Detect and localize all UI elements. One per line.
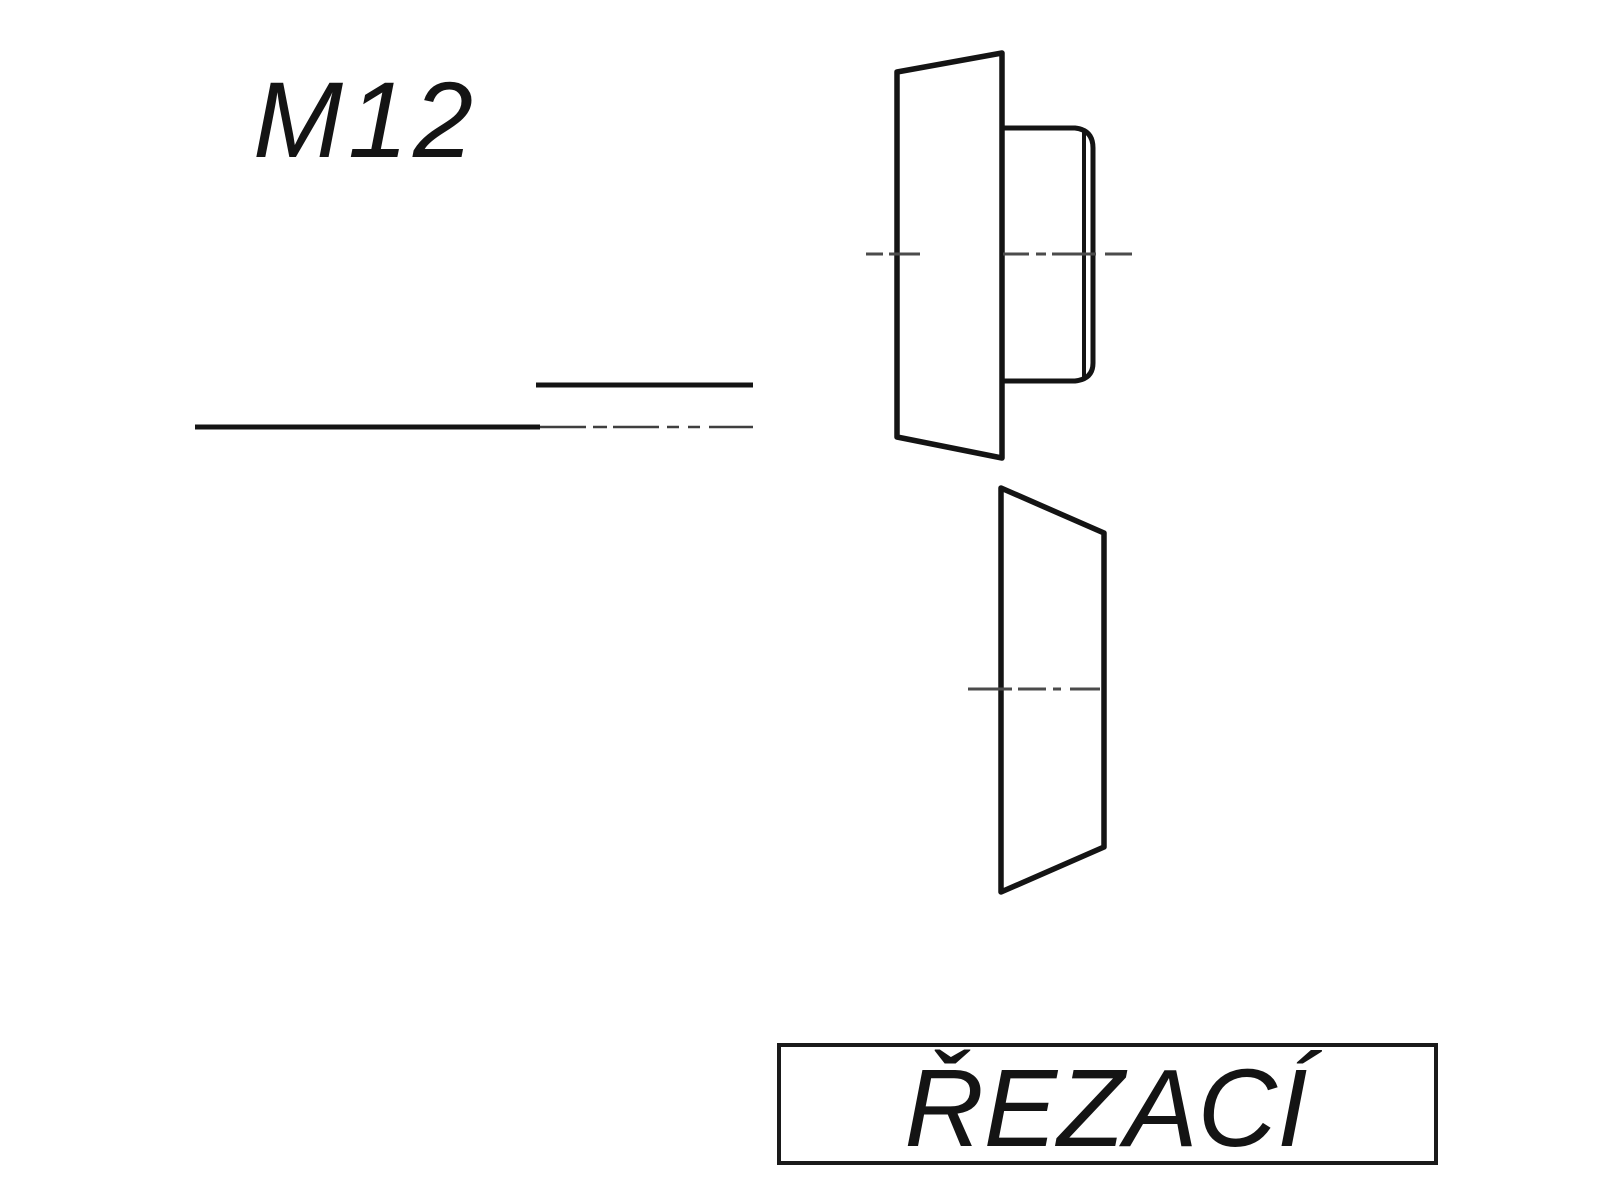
thread-size-label: M12 xyxy=(253,59,478,180)
die-front-view xyxy=(866,50,1132,461)
die-body-outline xyxy=(894,50,1005,461)
tool-type-label: ŘEZACÍ xyxy=(904,1047,1322,1170)
die-blank-outline xyxy=(998,485,1107,895)
die-side-view xyxy=(968,485,1107,895)
title-box: ŘEZACÍ xyxy=(777,1043,1438,1170)
title-box-frame xyxy=(777,1043,1438,1165)
